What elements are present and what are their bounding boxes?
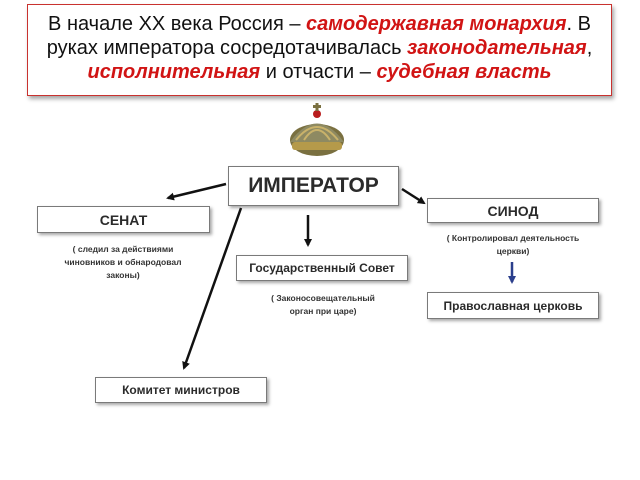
- slide-title: В начале XX века Россия – самодержавная …: [27, 12, 612, 84]
- synod-note: ( Контролировал деятельность церкви): [446, 233, 580, 256]
- title-box: [27, 4, 612, 96]
- arrow-emperor-to-committee: [182, 207, 243, 370]
- senate-box: СЕНАТ: [37, 206, 210, 233]
- title-part-2: . В руках императора сосредотачивалась: [46, 13, 591, 59]
- senate-note: ( следил за действиями чиновников и обна…: [64, 244, 182, 280]
- title-highlight-autocracy: самодержавная монархия: [306, 13, 567, 35]
- crown-icon: [290, 103, 344, 156]
- arrow-emperor-to-senate: [166, 182, 227, 201]
- state-council-box: Государственный Совет: [236, 255, 408, 281]
- state-council-note: ( Законосовещательный орган при царе): [271, 293, 375, 316]
- title-highlight-judicial: судебная власть: [376, 61, 552, 83]
- arrow-emperor-to-synod: [401, 187, 426, 205]
- title-part-4: и отчасти –: [260, 61, 377, 83]
- orthodox-church-box: Православная церковь: [427, 292, 599, 319]
- title-highlight-executive: исполнительная: [87, 61, 261, 83]
- title-part-1: В начале XX века Россия –: [48, 13, 307, 35]
- emperor-box: ИМПЕРАТОР: [228, 166, 399, 206]
- title-highlight-legislative: законодательная: [407, 37, 587, 59]
- title-part-3: ,: [586, 37, 593, 59]
- committee-of-ministers-box: Комитет министров: [95, 377, 267, 403]
- synod-box: СИНОД: [427, 198, 599, 223]
